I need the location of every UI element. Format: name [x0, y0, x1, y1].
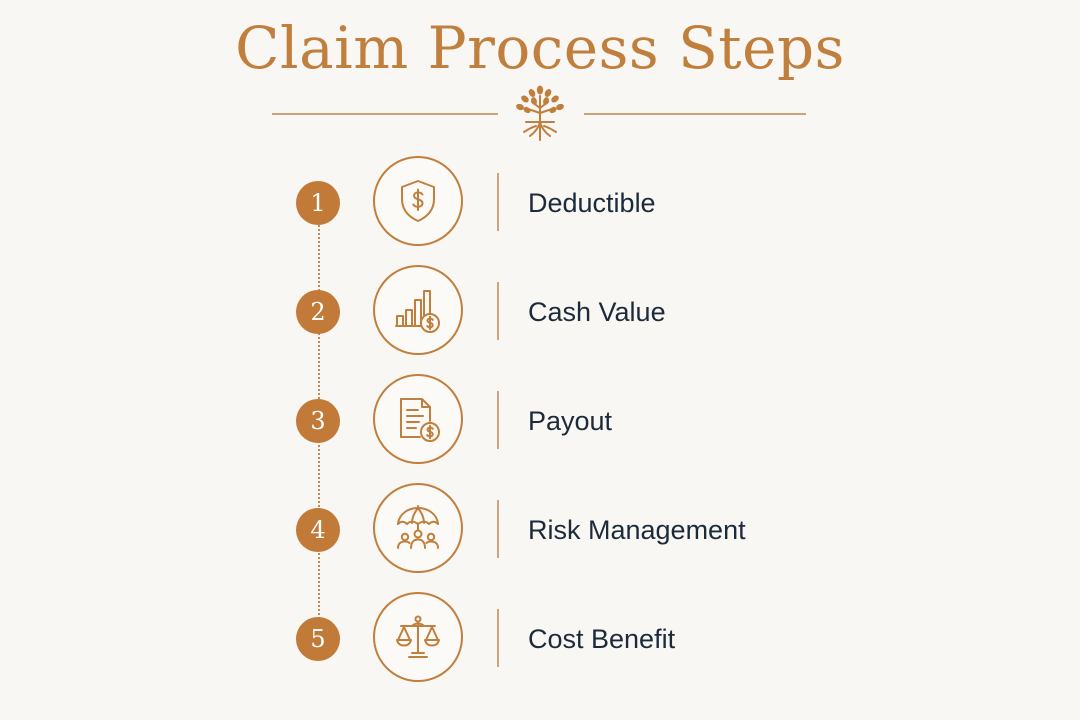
step-separator	[497, 500, 499, 558]
step-label: Risk Management	[528, 515, 746, 545]
shield-dollar-icon	[401, 180, 435, 222]
bar-chart-coin-icon	[395, 290, 440, 333]
umbrella-people-icon	[397, 505, 439, 549]
tree-roots-icon	[516, 85, 564, 141]
page-title: Claim Process Steps	[235, 14, 845, 82]
step-item-5: 5 Cost Benefit	[0, 591, 1080, 687]
step-icon-circle	[373, 156, 463, 246]
step-number-badge: 5	[296, 617, 340, 661]
step-separator	[497, 282, 499, 340]
step-label: Deductible	[528, 188, 656, 218]
step-item-2: 2 Cash Value	[0, 264, 1080, 360]
step-icon-circle	[373, 483, 463, 573]
title-divider-left	[272, 113, 498, 115]
step-number-badge: 4	[296, 508, 340, 552]
step-number-badge: 3	[296, 399, 340, 443]
step-item-1: 1 Deductible	[0, 155, 1080, 251]
step-label: Cash Value	[528, 297, 666, 327]
balance-scale-icon	[396, 615, 440, 658]
step-number-badge: 2	[296, 290, 340, 334]
step-item-3: 3 Payout	[0, 373, 1080, 469]
step-label: Cost Benefit	[528, 624, 676, 654]
step-number-badge: 1	[296, 181, 340, 225]
step-separator	[497, 609, 499, 667]
title-divider-right	[584, 113, 806, 115]
step-icon-circle	[373, 374, 463, 464]
step-item-4: 4 Risk Management	[0, 482, 1080, 578]
step-separator	[497, 173, 499, 231]
step-icon-circle	[373, 265, 463, 355]
step-separator	[497, 391, 499, 449]
step-icon-circle	[373, 592, 463, 682]
step-label: Payout	[528, 406, 613, 436]
document-coin-icon	[400, 398, 440, 442]
